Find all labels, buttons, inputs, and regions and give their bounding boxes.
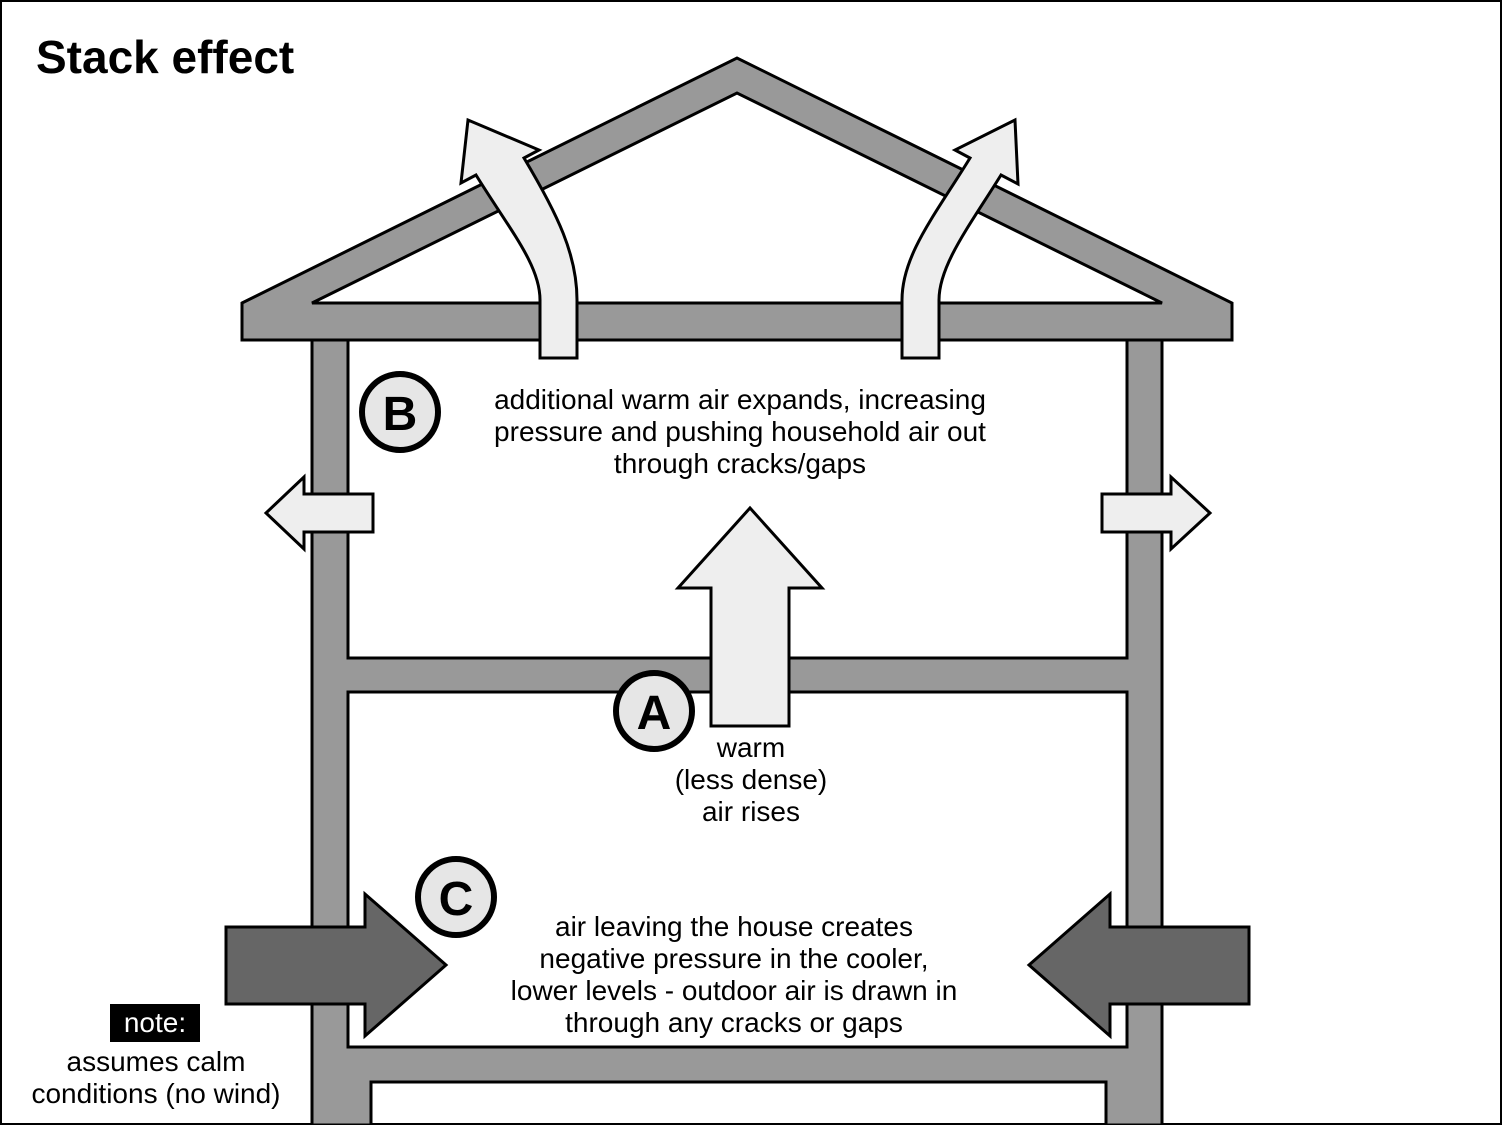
caption-a-line: (less dense) <box>674 764 828 795</box>
note-text: assumes calm conditions (no wind) <box>6 1046 306 1110</box>
side-exhaust-arrow-left <box>263 473 375 553</box>
note-line: assumes calm <box>66 1046 246 1077</box>
note-line: conditions (no wind) <box>31 1078 281 1109</box>
caption-b-line: pressure and pushing household air out <box>494 416 986 447</box>
label-badge-a: A <box>613 670 695 752</box>
caption-b: additional warm air expands, increasing … <box>440 384 1040 480</box>
caption-a-line: air rises <box>701 796 800 827</box>
caption-c: air leaving the house creates negative p… <box>454 911 1014 1039</box>
caption-c-line: air leaving the house creates <box>555 911 913 942</box>
caption-c-line: through any cracks or gaps <box>565 1007 903 1038</box>
note-label: note: <box>110 1004 200 1042</box>
caption-b-line: additional warm air expands, increasing <box>494 384 986 415</box>
caption-a: warm (less dense) air rises <box>630 732 872 828</box>
label-b-text: B <box>383 388 418 441</box>
warm-air-rising-arrow <box>674 505 826 728</box>
caption-a-line: warm <box>716 732 786 763</box>
caption-c-line: lower levels - outdoor air is drawn in <box>510 975 958 1006</box>
roof <box>240 56 1234 342</box>
label-a-text: A <box>637 687 672 740</box>
roof-exhaust-arrow-right <box>900 117 1020 360</box>
cold-air-inflow-arrow-left <box>224 890 449 1040</box>
caption-c-line: negative pressure in the cooler, <box>539 943 929 974</box>
label-badge-b: B <box>359 371 441 453</box>
house-walls <box>310 338 1164 1125</box>
label-badge-c: C <box>415 856 497 938</box>
diagram-title: Stack effect <box>36 31 295 83</box>
label-c-text: C <box>439 873 474 926</box>
side-exhaust-arrow-right <box>1100 473 1213 553</box>
cold-air-inflow-arrow-right <box>1026 890 1251 1040</box>
caption-b-line: through cracks/gaps <box>613 448 867 479</box>
roof-exhaust-arrow-left <box>459 117 579 360</box>
